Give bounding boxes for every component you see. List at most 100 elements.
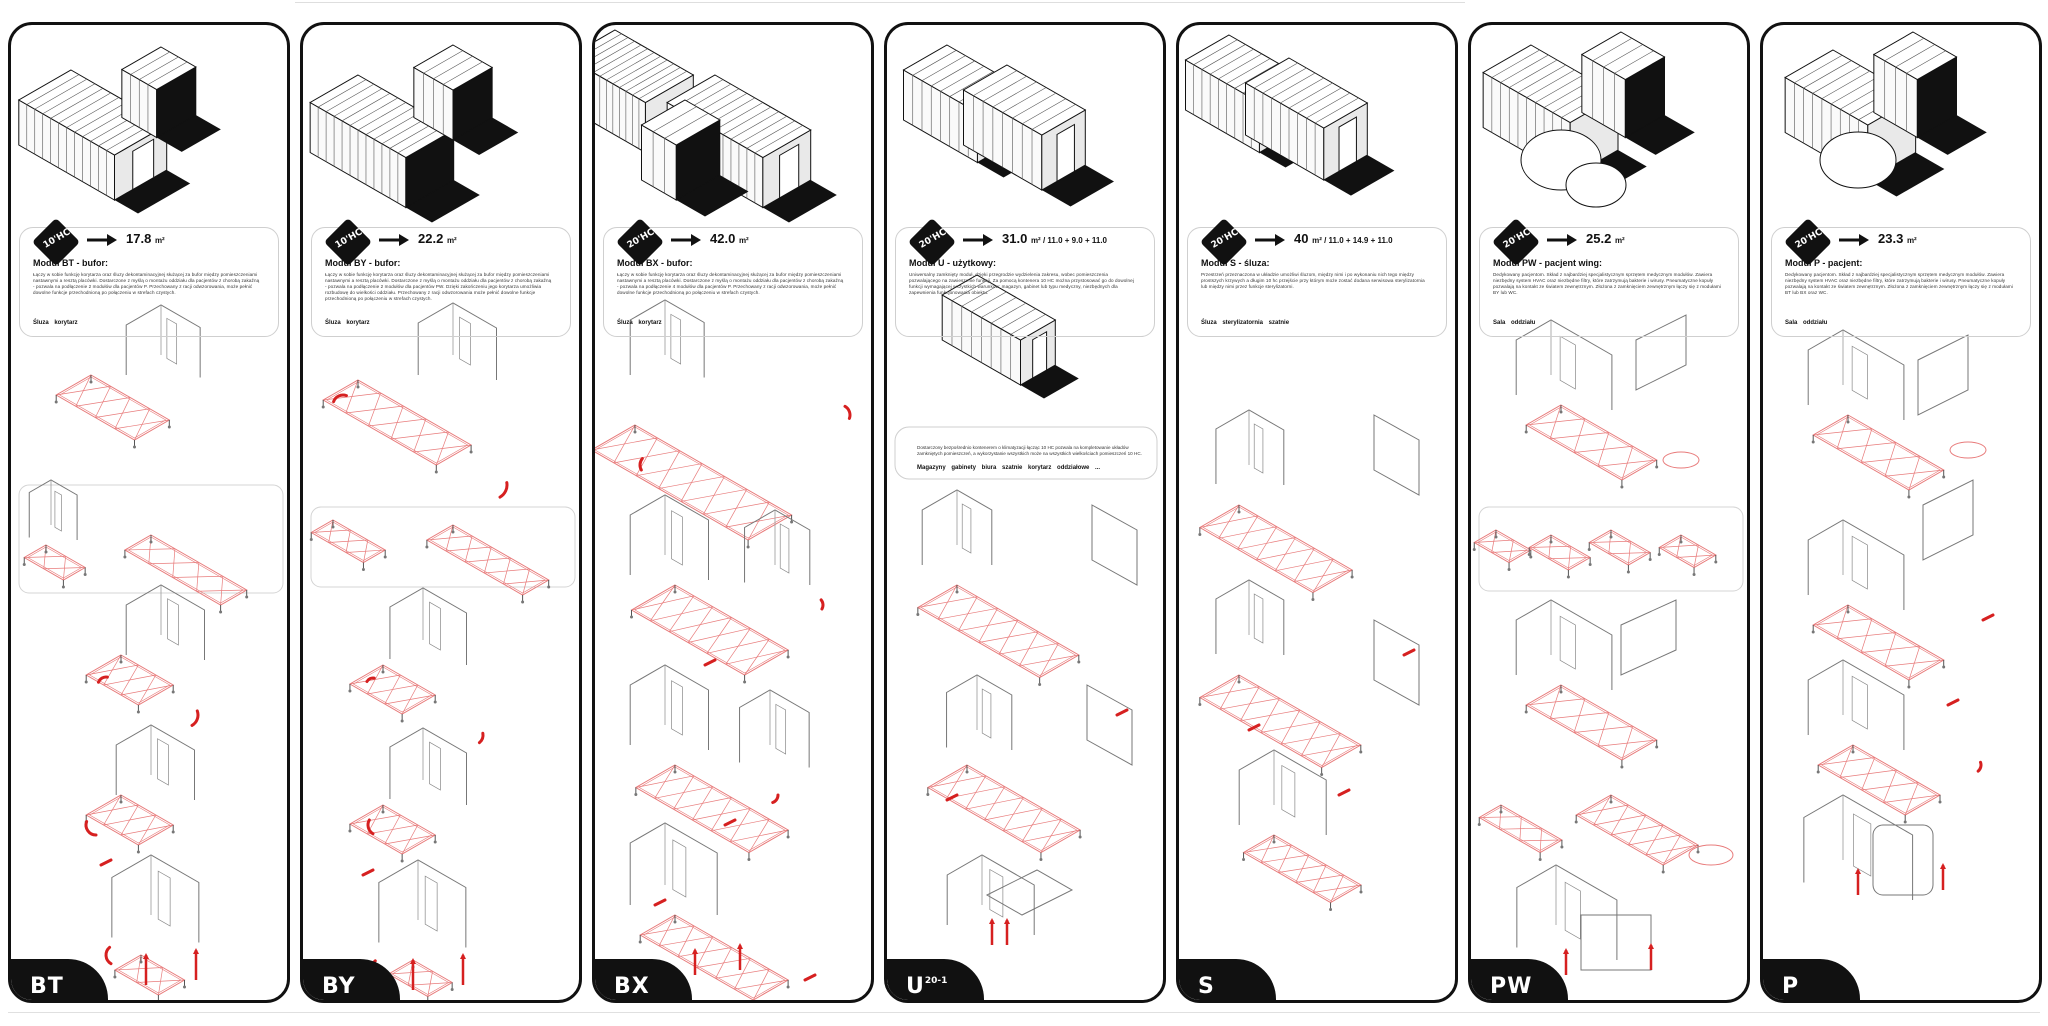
- shell-rib: [317, 79, 367, 158]
- shell-rib: [1603, 44, 1643, 125]
- truss-member: [1861, 782, 1919, 791]
- support-foot: [1566, 575, 1570, 579]
- truss-member: [1813, 618, 1872, 626]
- support-foot: [425, 545, 429, 549]
- support-foot: [1907, 495, 1911, 499]
- support-foot: [1559, 690, 1563, 694]
- shell-outline: [1807, 659, 1905, 750]
- shell-rib: [1906, 50, 1946, 132]
- support-foot: [743, 680, 747, 684]
- support-foot: [245, 595, 249, 599]
- shell-rib: [1226, 58, 1271, 134]
- cast-shadow: [1020, 365, 1079, 399]
- rotation-arrow: [819, 598, 825, 611]
- support-foot: [1359, 750, 1363, 754]
- support-foot: [673, 590, 677, 594]
- shell-rib: [357, 102, 406, 180]
- dome-ring: [1688, 844, 1734, 866]
- floor-frame-inner: [1592, 531, 1648, 564]
- module-title: Moduł U - użytkowy:: [909, 258, 996, 268]
- door-frame: [1253, 423, 1264, 474]
- module-panel-bx: 20'HC 42.0 m² Moduł BX - bufor: Łączy w …: [592, 22, 874, 1003]
- truss-member: [1526, 418, 1585, 426]
- shell-rib: [90, 110, 143, 187]
- support-foot: [1816, 770, 1820, 774]
- shell-rib: [1002, 87, 1047, 168]
- support-foot: [1499, 810, 1503, 814]
- truss-member: [43, 567, 86, 570]
- truss-member: [640, 925, 694, 936]
- module-description: Łączy w sobie funkcję korytarza oraz ślu…: [617, 272, 844, 295]
- arrow-right-icon: [1547, 234, 1577, 246]
- truss-member: [725, 514, 792, 528]
- module-panel-pw: 20'HC 25.2 m² Moduł PW - pacjent wing: D…: [1468, 22, 1750, 1003]
- support-foot: [400, 719, 404, 723]
- support-foot: [22, 563, 26, 566]
- module-illustration: [1184, 34, 1420, 911]
- shell-rib: [1803, 60, 1852, 144]
- info-card: [1771, 227, 2031, 337]
- support-foot: [1846, 610, 1850, 614]
- filter-unit: [1580, 914, 1652, 971]
- truss-member: [1839, 769, 1897, 778]
- door-frame: [1851, 535, 1868, 590]
- support-foot: [1359, 890, 1363, 894]
- shell-outline: [1516, 864, 1618, 960]
- shell-rib: [1614, 50, 1654, 132]
- motion-mark: [653, 898, 667, 907]
- support-foot: [451, 530, 455, 534]
- area-value: 31.0 m² / 11.0 + 9.0 + 11.0: [1002, 231, 1107, 246]
- shell-rib: [971, 291, 1007, 357]
- panel-wall: [1373, 414, 1420, 496]
- door-frame: [672, 839, 687, 898]
- shell-outline: [1807, 329, 1905, 420]
- roof-panel: [985, 869, 1074, 916]
- support-foot: [183, 985, 186, 989]
- truss-member: [1813, 428, 1872, 436]
- truss-member: [408, 982, 453, 986]
- support-foot: [1846, 420, 1850, 424]
- door-frame: [775, 703, 787, 755]
- panel-wall: [1086, 684, 1133, 766]
- arrow-right-icon: [1255, 234, 1285, 246]
- truss-member: [658, 476, 725, 489]
- shell-rib: [722, 106, 771, 185]
- floor-frame: [1198, 504, 1354, 594]
- shell-rib: [981, 297, 1017, 363]
- shell-rib: [50, 88, 104, 164]
- truss-member: [349, 674, 401, 685]
- arrow-right-icon: [963, 234, 993, 246]
- module-functions: Sala oddziału: [1493, 320, 1536, 326]
- shell-rib: [595, 37, 629, 57]
- motion-mark: [945, 793, 959, 802]
- top-rule: [295, 2, 1465, 3]
- support-foot: [1942, 475, 1946, 479]
- motion-mark: [723, 818, 737, 827]
- module-panel-s: 20'HC 40 m² / 11.0 + 14.9 + 11.0 Moduł S…: [1176, 22, 1458, 1003]
- floor-frame-inner: [920, 586, 1076, 676]
- module-code: BY: [322, 974, 356, 999]
- support-foot: [426, 1002, 429, 1003]
- module-door: [132, 138, 155, 191]
- door-frame: [1851, 675, 1868, 730]
- floor-frame-inner: [930, 766, 1078, 851]
- shell-rib: [1812, 65, 1861, 149]
- truss-member: [465, 557, 511, 563]
- shell-rib: [595, 40, 635, 65]
- truss-member: [86, 664, 139, 676]
- support-foot: [356, 385, 360, 389]
- truss-member: [1550, 432, 1609, 440]
- floor-frame: [55, 374, 171, 441]
- truss-member: [120, 824, 174, 836]
- module-functions: Śluza korytarz: [325, 320, 370, 326]
- truss-member: [367, 684, 418, 695]
- truss-member: [631, 595, 694, 611]
- truss-member: [1199, 515, 1258, 528]
- support-foot: [381, 670, 385, 674]
- truss-member: [725, 649, 789, 665]
- module-code: U20-1: [906, 974, 948, 999]
- shell-rib: [972, 70, 1017, 151]
- rotation-arrow: [84, 820, 98, 837]
- module-title: Moduł BT - bufor:: [33, 258, 108, 268]
- door-frame: [54, 490, 62, 532]
